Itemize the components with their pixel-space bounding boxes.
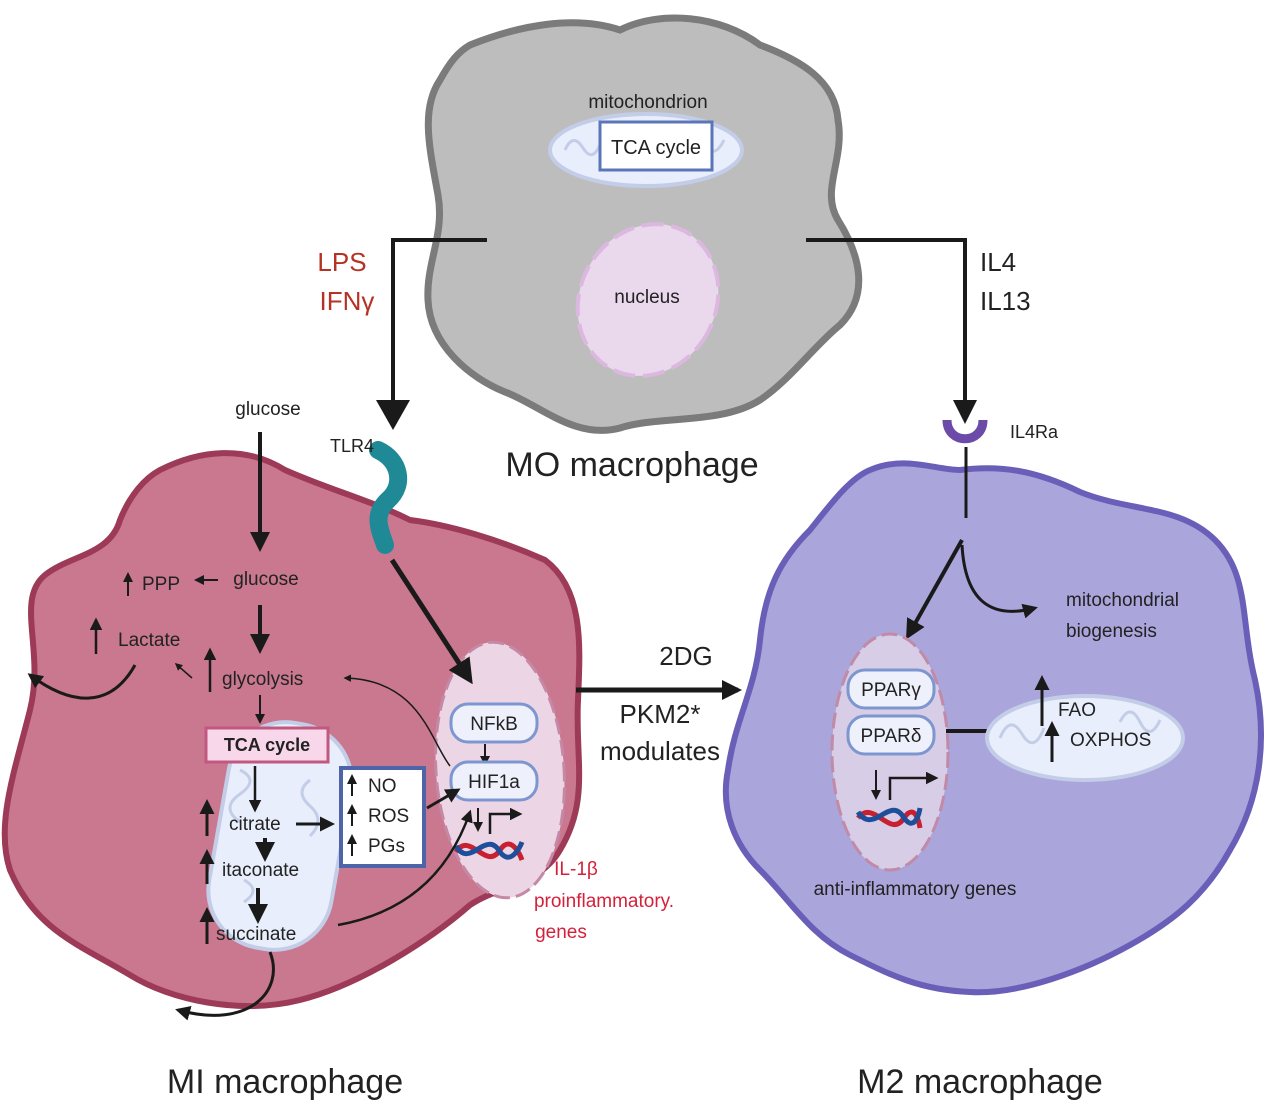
nfkb-box [449,702,539,744]
glucose-inside-label: glucose [233,569,299,590]
arrow-m0-to-m2 [806,238,967,400]
arrow-m0-to-m1 [391,238,487,400]
m2-stimulus-il13: IL13 [980,286,1031,316]
il4ra-receptor-icon [942,419,988,444]
tlr4-label: TLR4 [330,436,374,456]
m0-tca-label: TCA cycle [611,137,701,159]
m2-macrophage: IL4Ra mitochondrial biogenesis PPARγ PPA… [722,419,1264,1101]
m1-macrophage: TLR4 glucose glucose PPP Lactate glycoly… [1,399,674,1101]
arrow-to-mito-biogenesis [960,544,1038,619]
transition-pkm2: PKM2* [620,699,701,729]
lactate-label: Lactate [118,630,180,651]
ppar-delta-label: PPARδ [861,726,922,747]
ppar-gamma-box [846,668,936,710]
m0-mitochondrion: TCA cycle [548,112,744,188]
transition-2dg: 2DG [659,641,712,671]
m2-nucleus: PPARγ PPARδ [830,632,950,872]
m2-title: M2 macrophage [857,1063,1103,1101]
oxphos-label: OXPHOS [1070,730,1151,751]
hif1a-box [449,760,539,802]
m0-nucleus-label: nucleus [614,287,680,308]
arrowhead-m2 [953,400,977,424]
arrowhead-m1 [376,400,410,430]
dna-icon [453,841,525,861]
glycolysis-label: glycolysis [222,669,303,690]
ppp-label: PPP [142,574,180,595]
mediator-pgs: PGs [368,836,405,857]
tlr4-receptor-icon [369,441,408,554]
m0-title: MO macrophage [505,446,758,484]
hif1a-label: HIF1a [468,772,520,793]
m2-stimulus-il4: IL4 [980,247,1016,277]
citrate-label: citrate [229,814,281,835]
m0-mitochondrion-label: mitochondrion [588,92,707,113]
arrow-mediators-to-hif1a [426,788,461,810]
glucose-outside-label: glucose [235,399,301,420]
gene-transcription-icon [473,807,523,834]
arrow-succinate-to-hif1a [337,809,473,927]
m1-stimulus-ifng: IFNγ [320,286,375,316]
m2-mitochondrion: FAO OXPHOS [985,675,1185,782]
arrow-to-m2-nucleus [906,539,964,640]
fao-label: FAO [1058,700,1096,721]
m1-genes-line3: genes [535,922,587,943]
m1-stimulus-lps: LPS [317,247,366,277]
m0-nucleus: nucleus [575,222,721,378]
gene-transcription-icon [871,770,939,800]
mediators-box: NO ROS PGs [339,766,426,868]
ppar-gamma-label: PPARγ [861,680,921,701]
arrow-succinate-export [175,951,275,1021]
mito-biogenesis-line2: biogenesis [1066,621,1157,642]
ppar-delta-box [846,714,936,756]
succinate-label: succinate [216,924,296,945]
itaconate-label: itaconate [222,860,299,881]
m1-nucleus: NFkB HIF1a [434,640,566,900]
m1-genes-line2: proinflammatory. [534,891,674,912]
m2-genes-label: anti-inflammatory genes [814,879,1017,900]
m1-tca-label: TCA cycle [224,735,310,755]
m1-genes-line1: IL-1β [554,859,598,880]
m0-macrophage: TCA cycle mitochondrion nucleus MO macro… [424,14,863,484]
arrow-tlr4-to-nfkb [389,558,473,685]
arrow-lactate-export [27,664,137,700]
m0-tca-box [598,120,714,172]
nfkb-label: NFkB [470,714,518,735]
m1-tca-box [204,726,330,764]
mediator-no: NO [368,776,397,797]
mito-biogenesis-line1: mitochondrial [1066,590,1179,611]
arrow-hif1a-to-glycolysis [343,674,451,767]
dna-icon [855,807,923,829]
m1-title: MI macrophage [167,1063,403,1101]
mediator-ros: ROS [368,806,409,827]
transition-modulates: modulates [600,736,720,766]
arrow-to-lactate [174,663,193,679]
il4ra-label: IL4Ra [1010,422,1059,442]
